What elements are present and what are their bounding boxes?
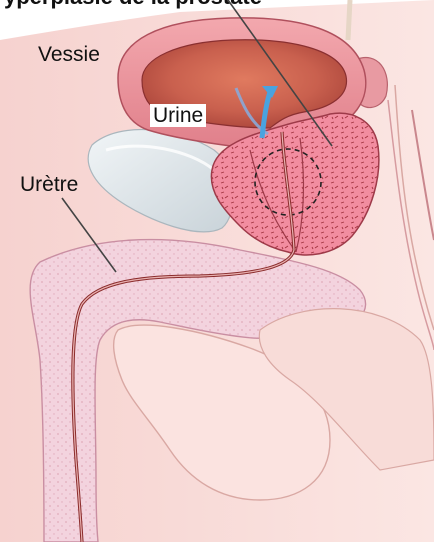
urethra-label: Urètre bbox=[20, 174, 78, 195]
bladder-label: Vessie bbox=[38, 44, 100, 65]
ureter-line bbox=[348, 0, 350, 40]
urine-label: Urine bbox=[150, 104, 206, 127]
